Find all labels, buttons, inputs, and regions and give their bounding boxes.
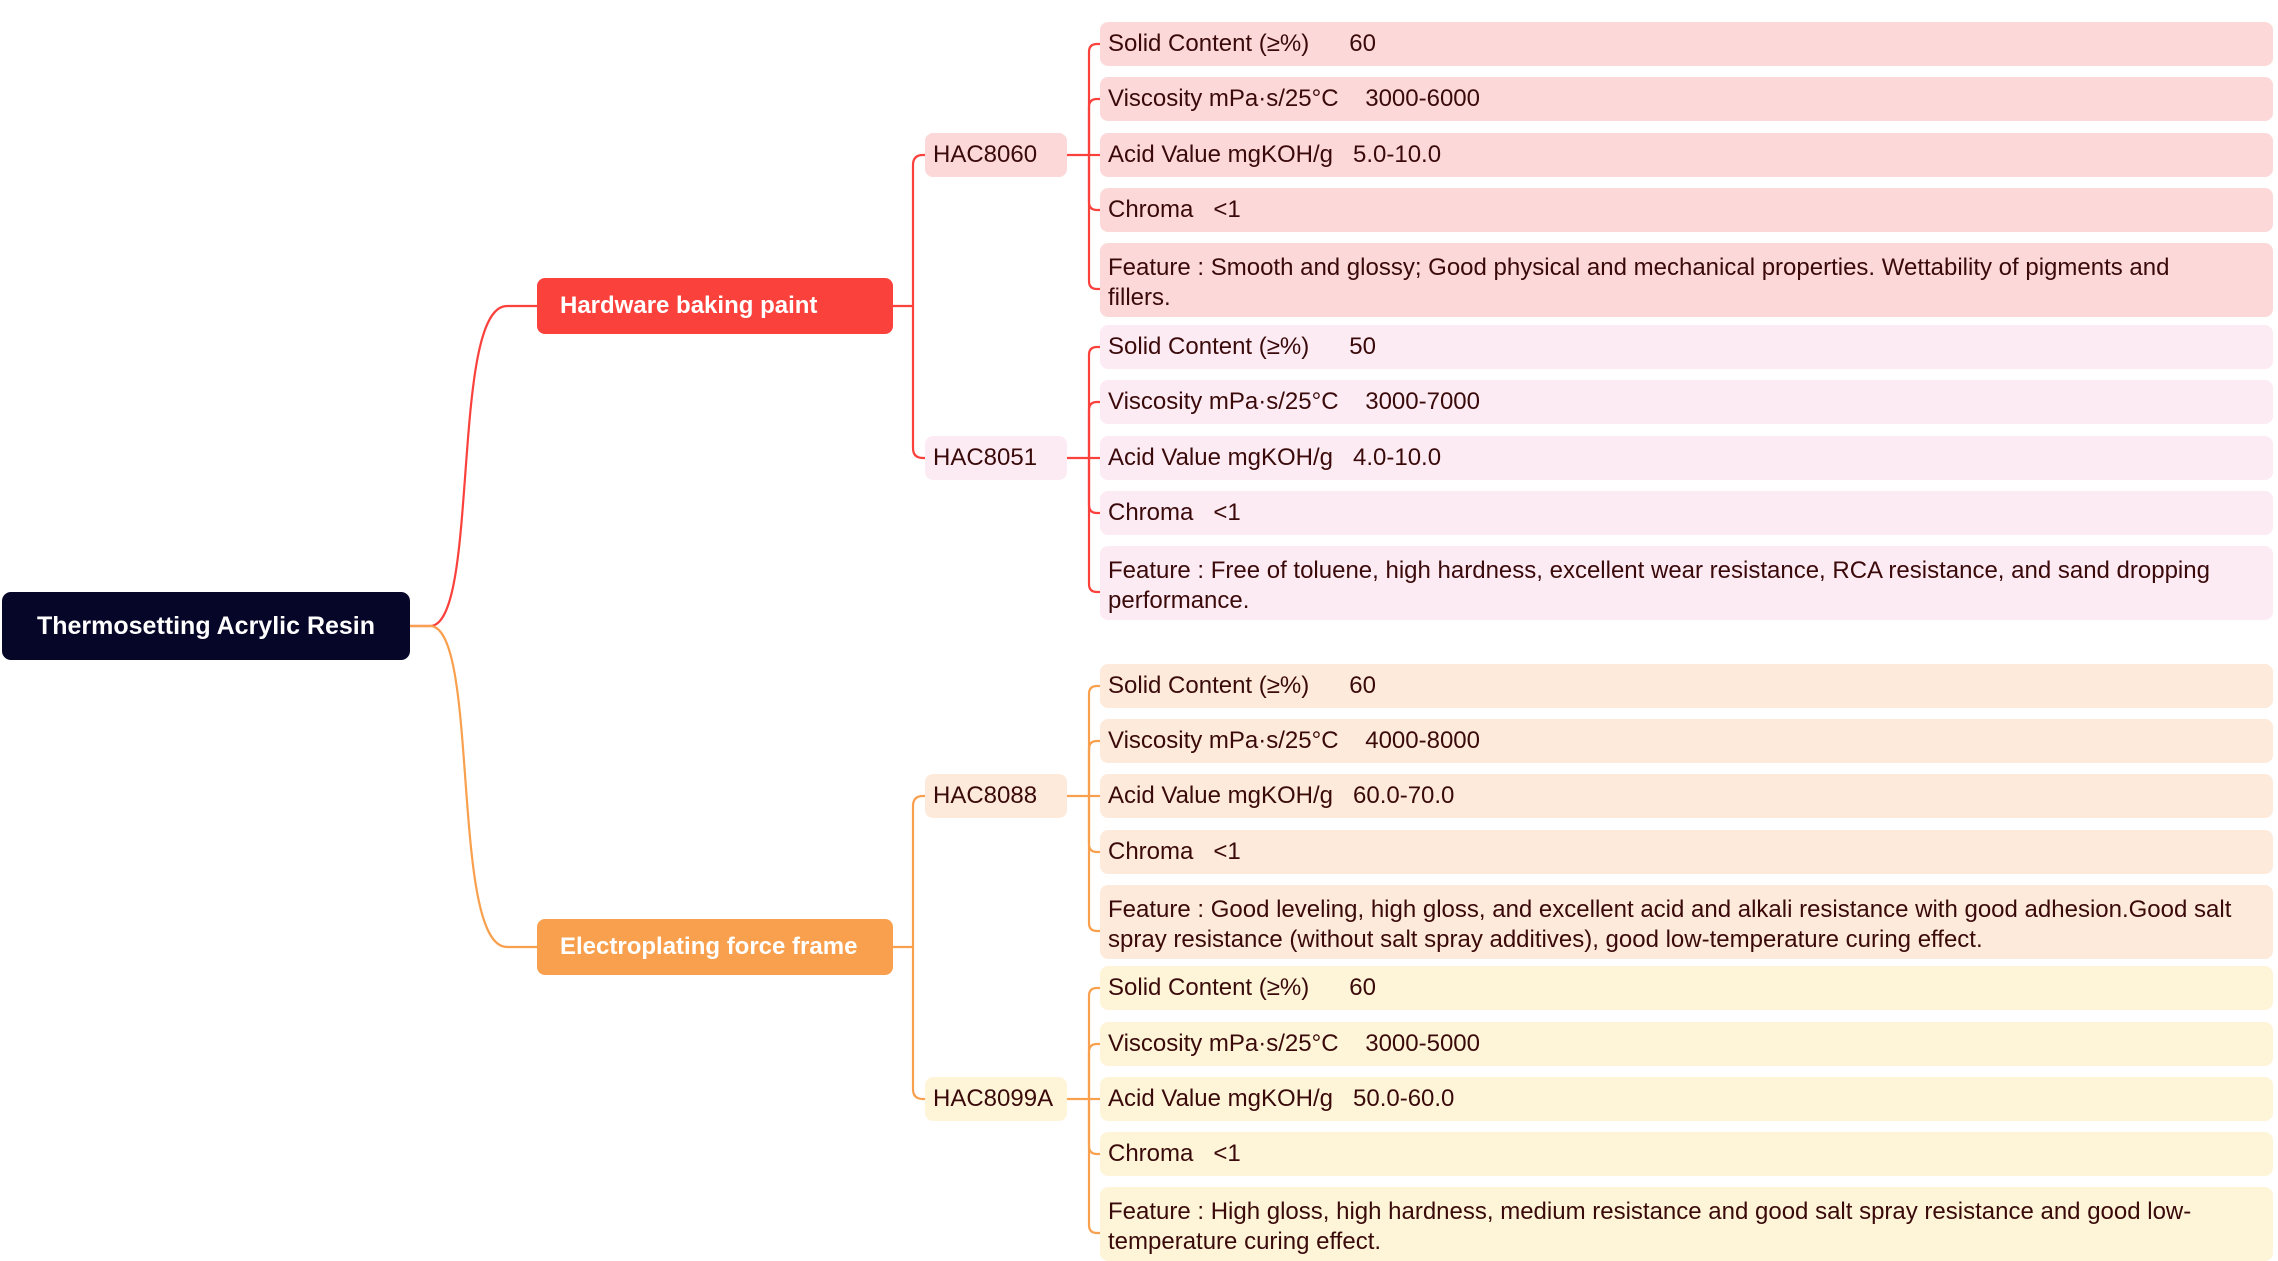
property-text: Viscosity mPa·s/25°C 4000-8000 — [1108, 727, 1480, 754]
property-acid-value[interactable]: Acid Value mgKOH/g 4.0-10.0 — [1100, 436, 2273, 480]
product-hac8060[interactable]: HAC8060 — [925, 133, 1067, 177]
property-text: Chroma <1 — [1108, 838, 1241, 865]
property-text: Acid Value mgKOH/g 4.0-10.0 — [1108, 444, 1442, 471]
property-chroma[interactable]: Chroma <1 — [1100, 188, 2273, 232]
property-feature[interactable]: Feature : Free of toluene, high hardness… — [1100, 546, 2273, 620]
property-text: Chroma <1 — [1108, 196, 1241, 223]
property-text: Viscosity mPa·s/25°C 3000-6000 — [1108, 85, 1480, 112]
property-link — [1087, 458, 1100, 515]
property-text: Feature : Good leveling, high gloss, and… — [1108, 896, 2232, 953]
property-link — [1087, 796, 1100, 933]
root-topic[interactable]: Thermosetting Acrylic Resin — [2, 592, 410, 660]
product-hac8088[interactable]: HAC8088 — [925, 774, 1067, 818]
property-link — [1087, 1099, 1100, 1156]
property-text: Viscosity mPa·s/25°C 3000-5000 — [1108, 1030, 1480, 1057]
property-link — [1087, 684, 1100, 796]
property-link — [1087, 1099, 1100, 1235]
property-viscosity[interactable]: Viscosity mPa·s/25°C 4000-8000 — [1100, 719, 2273, 763]
product-hac8099a[interactable]: HAC8099A — [925, 1077, 1067, 1121]
property-link — [1087, 97, 1100, 155]
property-viscosity[interactable]: Viscosity mPa·s/25°C 3000-7000 — [1100, 380, 2273, 424]
product-link — [911, 153, 925, 306]
property-text: Solid Content (≥%) 60 — [1108, 672, 1376, 699]
category-electroplating-force-frame[interactable]: Electroplating force frame — [537, 919, 893, 975]
property-text: Solid Content (≥%) 60 — [1108, 30, 1376, 57]
property-solid-content[interactable]: Solid Content (≥%) 60 — [1100, 22, 2273, 66]
property-solid-content[interactable]: Solid Content (≥%) 60 — [1100, 966, 2273, 1010]
property-text: Acid Value mgKOH/g 5.0-10.0 — [1108, 141, 1442, 168]
property-link — [1087, 42, 1100, 155]
property-link — [1087, 796, 1100, 854]
property-viscosity[interactable]: Viscosity mPa·s/25°C 3000-5000 — [1100, 1022, 2273, 1066]
property-feature[interactable]: Feature : High gloss, high hardness, med… — [1100, 1187, 2273, 1261]
product-link — [911, 947, 925, 1101]
property-link — [1087, 458, 1100, 594]
property-acid-value[interactable]: Acid Value mgKOH/g 5.0-10.0 — [1100, 133, 2273, 177]
product-link — [911, 306, 925, 460]
property-solid-content[interactable]: Solid Content (≥%) 50 — [1100, 325, 2273, 369]
property-solid-content[interactable]: Solid Content (≥%) 60 — [1100, 664, 2273, 708]
property-chroma[interactable]: Chroma <1 — [1100, 1132, 2273, 1176]
property-feature[interactable]: Feature : Smooth and glossy; Good physic… — [1100, 243, 2273, 317]
root-link — [410, 624, 537, 949]
property-link — [1087, 400, 1100, 458]
property-chroma[interactable]: Chroma <1 — [1100, 491, 2273, 535]
property-acid-value[interactable]: Acid Value mgKOH/g 60.0-70.0 — [1100, 774, 2273, 818]
root-link — [410, 304, 537, 628]
property-viscosity[interactable]: Viscosity mPa·s/25°C 3000-6000 — [1100, 77, 2273, 121]
property-text: Solid Content (≥%) 50 — [1108, 333, 1376, 360]
category-hardware-baking-paint[interactable]: Hardware baking paint — [537, 278, 893, 334]
property-link — [1087, 345, 1100, 458]
property-acid-value[interactable]: Acid Value mgKOH/g 50.0-60.0 — [1100, 1077, 2273, 1121]
property-text: Acid Value mgKOH/g 60.0-70.0 — [1108, 782, 1455, 809]
product-hac8051[interactable]: HAC8051 — [925, 436, 1067, 480]
property-link — [1087, 739, 1100, 796]
property-text: Acid Value mgKOH/g 50.0-60.0 — [1108, 1085, 1455, 1112]
property-link — [1087, 1042, 1100, 1099]
property-text: Chroma <1 — [1108, 499, 1241, 526]
property-text: Feature : High gloss, high hardness, med… — [1108, 1198, 2192, 1255]
property-link — [1087, 155, 1100, 291]
property-text: Solid Content (≥%) 60 — [1108, 974, 1376, 1001]
property-chroma[interactable]: Chroma <1 — [1100, 830, 2273, 874]
property-link — [1087, 155, 1100, 212]
property-text: Feature : Smooth and glossy; Good physic… — [1108, 254, 2170, 311]
property-text: Chroma <1 — [1108, 1140, 1241, 1167]
property-link — [1087, 986, 1100, 1099]
product-link — [911, 794, 925, 947]
property-text: Feature : Free of toluene, high hardness… — [1108, 557, 2210, 614]
property-text: Viscosity mPa·s/25°C 3000-7000 — [1108, 388, 1480, 415]
property-feature[interactable]: Feature : Good leveling, high gloss, and… — [1100, 885, 2273, 959]
